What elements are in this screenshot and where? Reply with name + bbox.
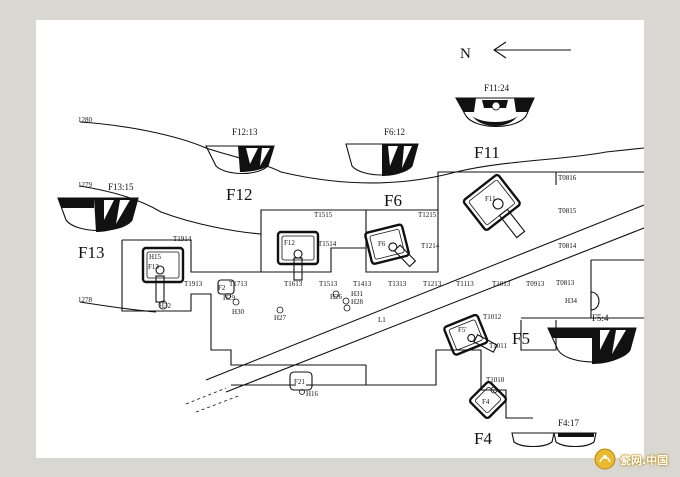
watermark-text: 瓷网.中国 xyxy=(620,454,669,467)
feature-H34: H34 xyxy=(565,291,600,311)
pit-H27: H27 xyxy=(274,314,287,322)
vessel-F11-24-label: F11:24 xyxy=(484,83,510,93)
contour-label-1280: 1280 xyxy=(78,116,93,124)
excavation-plan: N 1280 1279 1278 L1 xyxy=(36,20,644,458)
watermark: 瓷网.中国 xyxy=(590,446,676,472)
trench-T1215: T1215 xyxy=(418,211,437,219)
kiln-F11-title: F11 xyxy=(474,143,500,162)
trench-T1113: T1113 xyxy=(456,280,474,288)
vessel-F4-17: F4:17 F4 xyxy=(474,418,597,448)
contour-lines: 1280 1279 1278 xyxy=(78,116,644,313)
vessel-F5-4: F5:4 F5 xyxy=(512,313,637,364)
trench-T1513: T1513 xyxy=(319,280,338,288)
contour-label-1279: 1279 xyxy=(78,181,93,189)
vessel-F6-12-label: F6:12 xyxy=(384,127,405,137)
vessel-F12-13: F12:13 F12 xyxy=(205,127,275,204)
pit-H32: H32 xyxy=(159,302,172,310)
contour-label-1278: 1278 xyxy=(78,296,93,304)
kiln-F12-title: F12 xyxy=(226,185,252,204)
trench-T1914: T1914 xyxy=(173,235,192,243)
trench-T0814: T0814 xyxy=(558,242,577,250)
road-l1: L1 xyxy=(185,204,644,413)
trench-T1515: T1515 xyxy=(314,211,333,219)
pit-H15: H15 xyxy=(149,253,162,261)
pit-H34: H34 xyxy=(565,297,578,305)
north-label: N xyxy=(460,46,471,62)
kiln-F13-title: F13 xyxy=(78,243,104,262)
pit-H30: H30 xyxy=(232,308,245,316)
trench-T1713: T1713 xyxy=(229,280,248,288)
road-label: L1 xyxy=(378,316,386,324)
trench-T1913: T1913 xyxy=(184,280,203,288)
kiln-F2-partial-label: F2 xyxy=(218,284,226,292)
kiln-F4-title: F4 xyxy=(474,429,492,448)
trench-T1012: T1012 xyxy=(483,313,502,321)
trench-T1413: T1413 xyxy=(353,280,372,288)
watermark-logo-icon xyxy=(594,448,616,470)
trench-T0816: T0816 xyxy=(558,174,577,182)
kiln-F12-label: F12 xyxy=(284,239,295,247)
pit-H16: H16 xyxy=(306,390,319,398)
site-plan-drawing: N 1280 1279 1278 L1 xyxy=(57,41,644,448)
pit-H31: H31 xyxy=(351,290,364,298)
trench-T1213: T1213 xyxy=(423,280,442,288)
trench-T0815: T0815 xyxy=(558,207,577,215)
kiln-F12: F12 xyxy=(276,230,320,281)
pit-H26: H26 xyxy=(330,293,343,301)
excavation-outline xyxy=(121,171,644,419)
pit-H29: H29 xyxy=(223,294,236,302)
trench-T1214: T1214 xyxy=(421,242,440,250)
vessel-F13-15: F13:15 F13 xyxy=(57,182,139,262)
kiln-F21: F21 H16 xyxy=(289,371,319,398)
kiln-F6: F6 xyxy=(364,223,417,268)
vessel-F11-24: F11:24 F11 xyxy=(455,83,535,162)
kiln-F21-label: F21 xyxy=(294,378,305,386)
kiln-F11: F11 xyxy=(462,173,526,239)
vessel-F6-12: F6:12 F6 xyxy=(345,127,419,210)
kiln-F11-label: F11 xyxy=(485,195,496,203)
kiln-F13: H15 F13 H32 xyxy=(141,246,185,310)
kiln-F4-label: F4 xyxy=(482,398,490,406)
vessel-F5-4-label: F5:4 xyxy=(592,313,609,323)
trench-T0913: T0913 xyxy=(526,280,545,288)
trench-T1013: T1013 xyxy=(492,280,511,288)
trench-T1613: T1613 xyxy=(284,280,303,288)
trench-T1011: T1011 xyxy=(489,342,508,350)
vessel-F12-13-label: F12:13 xyxy=(232,127,258,137)
kiln-F4: F4 xyxy=(468,380,508,420)
features-t1713: F2 H29 H30 H27 H26 H31 H28 xyxy=(217,279,364,322)
kiln-F6-title: F6 xyxy=(384,191,402,210)
kiln-F13-inner-label: F13 xyxy=(148,263,159,271)
vessel-F4-17-label: F4:17 xyxy=(558,418,580,428)
trench-T1010: T1010 xyxy=(486,376,505,384)
kiln-F5: F5' xyxy=(443,313,498,356)
trench-labels: T0816 T0815 T0814 T0813 T1515 T1514 T121… xyxy=(173,174,577,384)
kiln-F5-title: F5 xyxy=(512,329,530,348)
north-arrow: N xyxy=(460,41,571,62)
vessel-F13-15-label: F13:15 xyxy=(108,182,134,192)
trench-T0813: T0813 xyxy=(556,279,575,287)
kiln-F5-label: F5' xyxy=(458,326,467,334)
trench-T1514: T1514 xyxy=(318,240,337,248)
kiln-F6-label: F6 xyxy=(378,240,386,248)
pit-H28: H28 xyxy=(351,298,364,306)
trench-T1313: T1313 xyxy=(388,280,407,288)
